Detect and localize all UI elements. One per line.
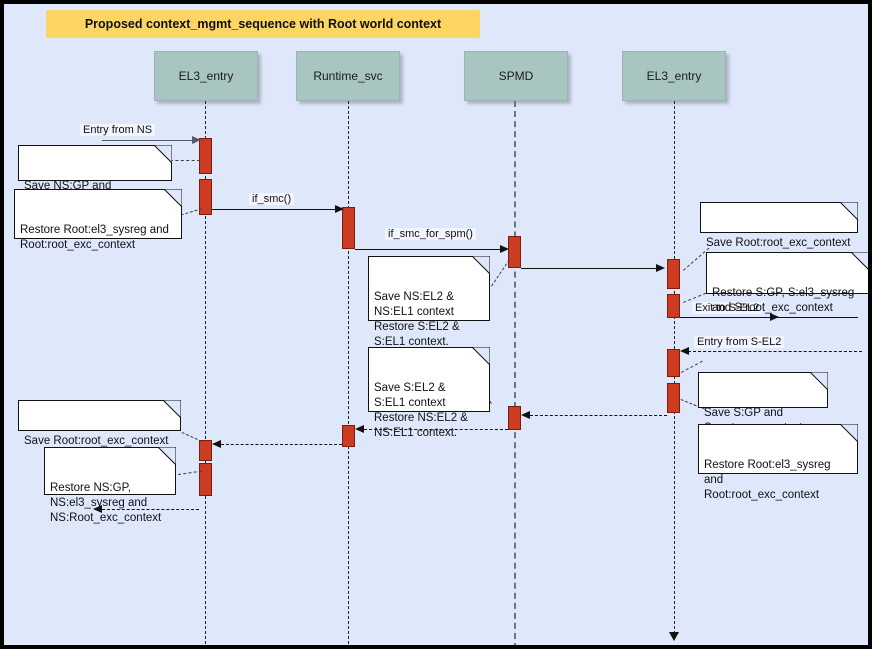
note-connector <box>491 259 510 287</box>
message-label-entry-from-s-el2: Entry from S-EL2 <box>694 336 785 348</box>
note-save-ns-gp: Save NS:GP and NS:Root_exc_context <box>18 145 172 207</box>
message-arrowhead-icon <box>212 439 221 448</box>
lifeline-el3-entry-1 <box>205 101 206 645</box>
participant-label: Runtime_svc <box>313 69 383 83</box>
message-line-if-smc-for-spm <box>355 249 503 250</box>
note-fold-icon <box>840 424 858 442</box>
activation-bar <box>199 440 212 461</box>
note-save-root-exc-context-2: Save Root:root_exc_context <box>18 400 181 447</box>
page-title: Proposed context_mgmt_sequence with Root… <box>84 17 442 31</box>
note-fold-icon <box>163 400 181 418</box>
message-arrowhead-icon <box>770 312 779 321</box>
message-line-entry-from-ns <box>102 140 194 141</box>
lifeline-end-arrow-icon <box>669 632 679 641</box>
note-restore-root-el3-sysreg-2: Restore Root:el3_sysreg and Root:root_ex… <box>698 424 858 501</box>
note-text: Save Root:root_exc_context <box>24 435 169 447</box>
message-arrowhead-icon <box>355 424 364 433</box>
message-arrowhead-icon <box>192 135 201 144</box>
participant-el3-entry-2[interactable]: EL3_entry <box>622 51 726 101</box>
lifeline-runtime-svc <box>348 101 349 645</box>
activation-bar <box>508 236 521 268</box>
activation-bar <box>342 425 355 447</box>
note-text: Save NS:EL2 & NS:EL1 context Restore S:E… <box>374 291 460 348</box>
note-save-ns-el2-restore-s-el2: Save NS:EL2 & NS:EL1 context Restore S:E… <box>368 256 490 348</box>
note-save-root-exc-context-1: Save Root:root_exc_context <box>700 202 858 249</box>
message-label-if-smc-for-spm: if_smc_for_spm() <box>385 228 476 240</box>
note-save-s-el2-restore-ns-el2: Save S:EL2 & S:EL1 context Restore NS:EL… <box>368 347 490 439</box>
note-save-s-gp: Save S:GP and S:root_exc_context <box>698 372 828 434</box>
participant-label: SPMD <box>498 69 534 83</box>
note-restore-s-gp: Restore S:GP, S:el3_sysreg and S:root_ex… <box>706 252 868 314</box>
note-text: Save Root:root_exc_context <box>706 237 851 249</box>
activation-bar <box>199 463 212 496</box>
message-arrowhead-icon <box>656 263 665 272</box>
lifeline-spmd <box>514 101 516 645</box>
participant-label: EL3_entry <box>646 69 702 83</box>
message-label-entry-from-ns: Entry from NS <box>80 124 156 136</box>
message-line-return-el3-to-spmd <box>530 415 667 416</box>
message-label-exit-to-s-el2: Exit to S-EL2 <box>692 302 763 314</box>
message-arrowhead-icon <box>93 504 102 513</box>
message-line-return-spmd-to-runtime <box>364 429 508 430</box>
note-fold-icon <box>158 447 176 465</box>
note-fold-icon <box>840 202 858 220</box>
message-line-spmd-to-el3 <box>521 268 658 269</box>
activation-bar <box>342 207 355 249</box>
activation-bar <box>199 138 212 174</box>
message-line-entry-from-s-el2 <box>688 351 862 352</box>
activation-bar <box>199 179 212 215</box>
note-restore-ns-gp: Restore NS:GP, NS:el3_sysreg and NS:Root… <box>44 447 176 524</box>
activation-bar <box>667 349 680 377</box>
note-text: Restore S:GP, S:el3_sysreg and S:root_ex… <box>712 287 855 314</box>
note-restore-root-el3-sysreg-1: Restore Root:el3_sysreg and Root:root_ex… <box>14 189 182 251</box>
note-text: Save S:EL2 & S:EL1 context Restore NS:EL… <box>374 382 468 439</box>
message-arrowhead-icon <box>521 410 530 419</box>
participant-label: EL3_entry <box>178 69 234 83</box>
participant-spmd[interactable]: SPMD <box>464 51 568 101</box>
note-text: Restore Root:el3_sysreg and Root:root_ex… <box>704 459 831 501</box>
activation-bar <box>667 294 680 318</box>
note-connector <box>170 160 200 161</box>
note-fold-icon <box>472 347 490 365</box>
note-fold-icon <box>154 145 172 163</box>
note-fold-icon <box>810 372 828 390</box>
message-arrowhead-icon <box>335 204 344 213</box>
message-line-return-runtime-to-el3 <box>221 444 342 445</box>
activation-bar <box>508 406 521 430</box>
message-arrowhead-icon <box>680 346 689 355</box>
message-line-exit-to-s-el2 <box>680 317 858 318</box>
note-fold-icon <box>472 256 490 274</box>
note-text: Restore NS:GP, NS:el3_sysreg and NS:Root… <box>50 482 162 524</box>
note-fold-icon <box>851 252 868 270</box>
note-connector <box>181 432 203 442</box>
diagram-title-banner: Proposed context_mgmt_sequence with Root… <box>46 10 480 38</box>
note-fold-icon <box>164 189 182 207</box>
message-line-return-exit-ns <box>102 509 199 510</box>
message-label-if-smc: if_smc() <box>249 193 295 205</box>
activation-bar <box>667 383 680 413</box>
activation-bar <box>667 259 680 289</box>
participant-runtime-svc[interactable]: Runtime_svc <box>296 51 400 101</box>
message-line-if-smc <box>212 209 337 210</box>
note-text: Restore Root:el3_sysreg and Root:root_ex… <box>20 224 169 251</box>
participant-el3-entry-1[interactable]: EL3_entry <box>154 51 258 101</box>
message-arrowhead-icon <box>500 244 509 253</box>
